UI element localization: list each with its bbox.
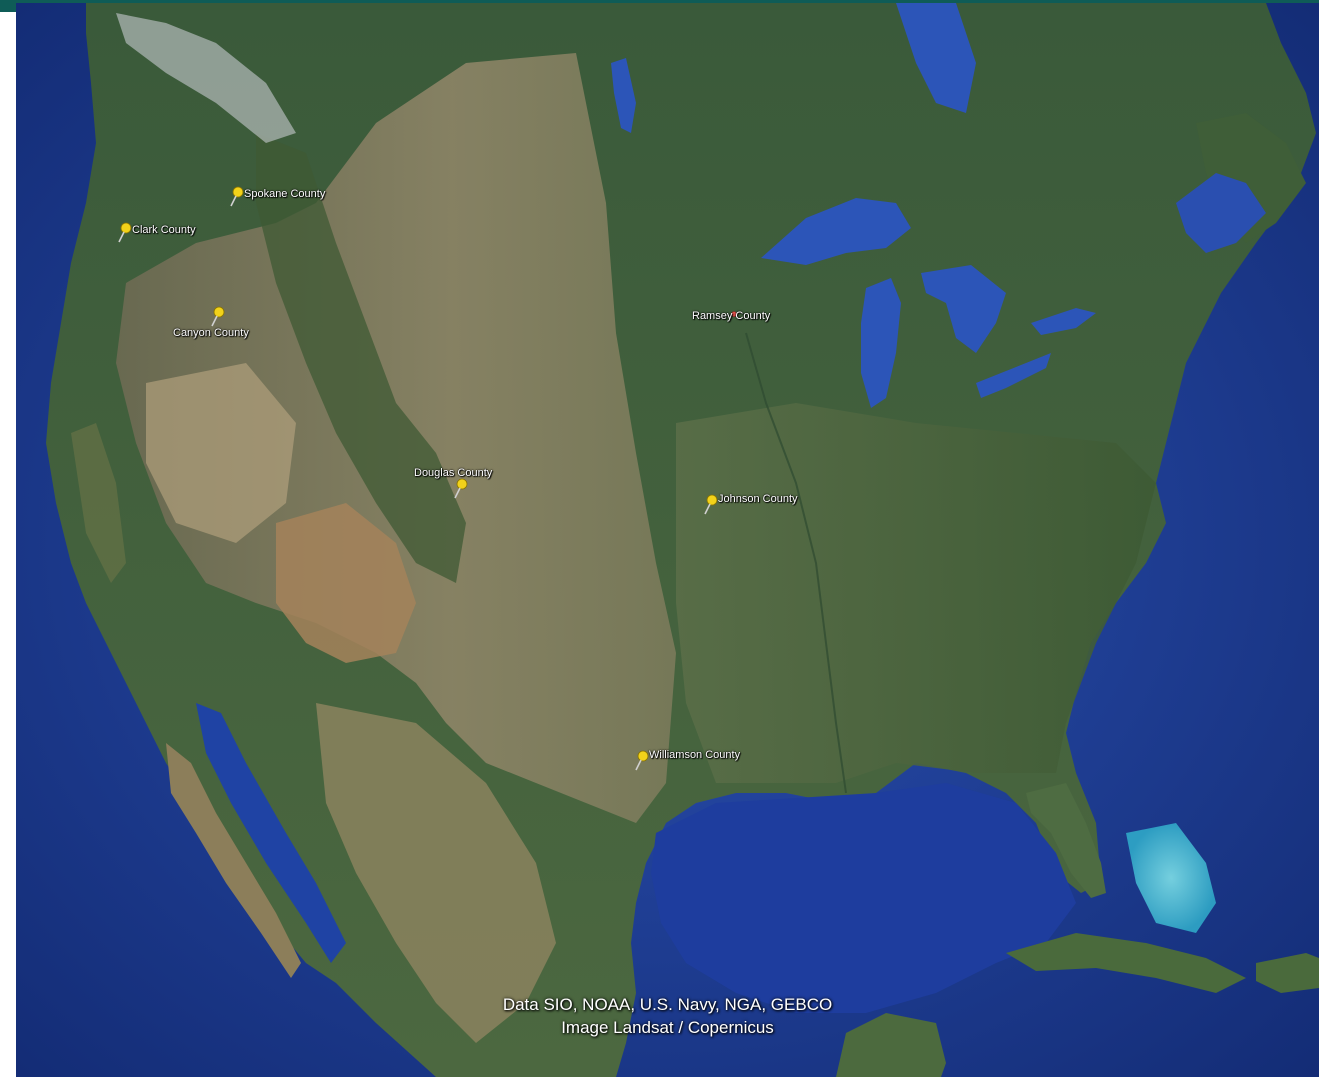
window-corner-strip [0,0,16,12]
placemark-label: Johnson County [718,493,798,505]
rocky-mountains [256,133,466,583]
attribution-imagery-line: Image Landsat / Copernicus [561,1018,774,1037]
gulf-of-california [196,703,346,963]
florida-peninsula [1026,783,1106,898]
yucatan-peninsula [836,1013,946,1077]
gulf-of-st-lawrence [1176,173,1266,253]
placemark-label: Spokane County [244,188,326,200]
cuba [1006,933,1246,993]
lake-ontario [1031,308,1096,335]
canadian-rockies-snow [116,13,296,143]
window-top-strip [0,0,1319,3]
great-basin [146,363,296,543]
attribution-data-line: Data SIO, NOAA, U.S. Navy, NGA, GEBCO [502,995,833,1014]
pin-shape [211,306,225,327]
pushpin-icon[interactable] [116,221,134,243]
placemark-label: Clark County [132,224,196,236]
mexico-highlands [316,703,556,1043]
pushpin-icon[interactable] [728,309,740,323]
lake-huron [921,265,1006,353]
pushpin-icon[interactable] [633,749,651,771]
pushpin-icon[interactable] [452,477,470,499]
lake-michigan [861,278,901,408]
pin-shape [704,494,718,515]
pushpin-icon[interactable] [702,493,720,515]
lake-erie [976,353,1051,398]
placemark-label: Canyon County [173,327,249,339]
hispaniola [1256,953,1319,993]
pin-shape [230,186,244,207]
map-attribution: Data SIO, NOAA, U.S. Navy, NGA, GEBCO Im… [16,993,1319,1039]
lake-superior [761,198,911,265]
satellite-map[interactable] [16,3,1319,1077]
bahamas-shallows [1126,823,1216,933]
pin-shape [635,750,649,771]
pin-shape [454,478,468,499]
baja-peninsula [166,743,301,978]
placemark-label: Ramsey County [692,310,771,322]
satellite-map-viewport[interactable]: Spokane County Clark County Canyon Count… [16,3,1319,1077]
pin-shape [118,222,132,243]
pin-shape [731,311,737,317]
placemark-label: Williamson County [649,749,741,761]
eastern-forest [676,403,1156,783]
placemark-label: Douglas County [414,467,493,479]
central-valley [71,423,126,583]
mississippi-river [745,332,847,794]
lake-winnipeg [611,58,636,133]
pushpin-icon[interactable] [228,185,246,207]
gulf-of-mexico [651,783,1076,1013]
pushpin-icon[interactable] [209,305,227,327]
hudson-bay-edge [896,3,976,113]
southwest-desert [276,503,416,663]
